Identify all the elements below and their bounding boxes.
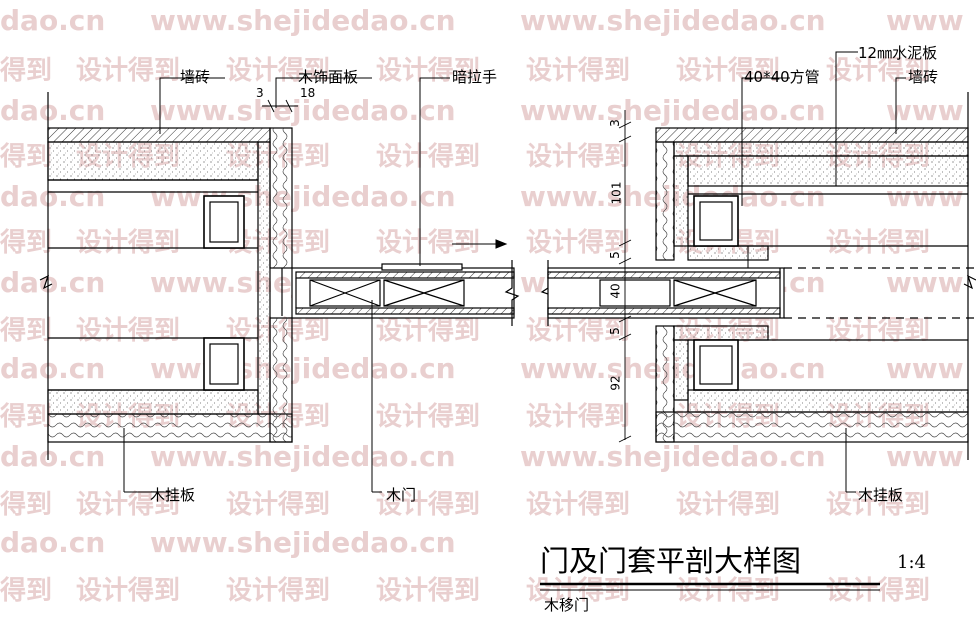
dim-3b: 3 bbox=[607, 119, 622, 127]
dimension-lines bbox=[262, 99, 632, 443]
dim-5a: 5 bbox=[607, 251, 622, 259]
dim-101: 101 bbox=[609, 181, 624, 205]
label-wood-panel-left: 木挂板 bbox=[150, 486, 196, 504]
dim-18: 18 bbox=[300, 86, 316, 100]
label-wall-tile-left: 墙砖 bbox=[180, 68, 211, 86]
dim-3: 3 bbox=[256, 86, 264, 100]
drawing-scale: 1:4 bbox=[897, 552, 926, 573]
drawing-title: 门及门套平剖大样图 bbox=[540, 544, 802, 578]
dim-92: 92 bbox=[608, 375, 623, 391]
drawing-subtitle: 木移门 bbox=[544, 596, 590, 614]
label-wall-tile-right: 墙砖 bbox=[908, 68, 939, 86]
left-wall-section bbox=[39, 92, 293, 460]
label-wood-panel-right: 木挂板 bbox=[858, 486, 904, 504]
door-leaf-left bbox=[291, 260, 520, 326]
label-wood-veneer: 木饰面板 bbox=[298, 68, 359, 86]
dim-40: 40 bbox=[608, 283, 623, 299]
leader-lines bbox=[123, 51, 906, 493]
label-hidden-handle: 暗拉手 bbox=[452, 68, 498, 86]
door-leaf-right bbox=[540, 260, 976, 326]
label-cement-board: 12㎜水泥板 bbox=[858, 44, 938, 62]
dim-5b: 5 bbox=[607, 327, 622, 335]
label-square-tube: 40*40方管 bbox=[744, 68, 820, 86]
label-wood-door: 木门 bbox=[386, 486, 417, 504]
right-wall-section bbox=[655, 92, 976, 460]
